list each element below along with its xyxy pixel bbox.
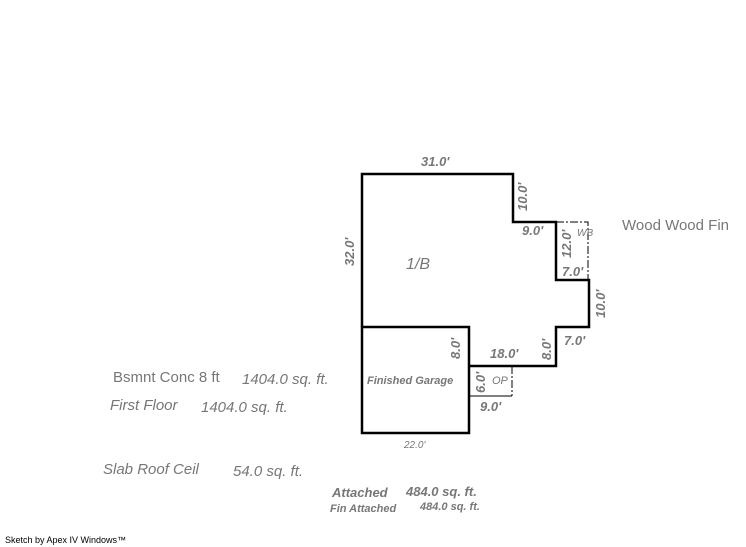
main-outline <box>360 172 591 368</box>
dim-bump-bottom: 7.0' <box>564 333 586 348</box>
summary-value: 1404.0 sq. ft. <box>242 371 329 388</box>
dim-op-width: 9.0' <box>480 399 502 414</box>
dim-wb-bottom: 7.0' <box>562 264 584 279</box>
summary-label: First Floor <box>110 397 178 414</box>
wb-outline <box>556 221 589 280</box>
summary-label: Slab Roof Ceil <box>103 461 199 478</box>
garage-outline <box>360 325 471 435</box>
footer-credit: Sketch by Apex IV Windows™ <box>5 535 127 545</box>
summary-label: Attached <box>332 485 388 500</box>
dim-top: 31.0' <box>421 154 450 169</box>
area-label-garage: Finished Garage <box>367 375 454 387</box>
dim-garage-right: 8.0' <box>448 337 463 359</box>
dim-step-down-right: 10.0' <box>515 182 530 211</box>
area-label-main: 1/B <box>406 256 431 273</box>
summary-label: Fin Attached <box>330 503 397 515</box>
dim-step-in: 9.0' <box>522 223 544 238</box>
dim-left: 32.0' <box>342 237 357 266</box>
summary-value: 1404.0 sq. ft. <box>201 399 288 416</box>
area-label-op: OP <box>492 375 508 387</box>
wood-deck-label: Wood Wood Fin <box>622 217 729 234</box>
summary-value: 484.0 sq. ft. <box>406 484 477 499</box>
dim-step-down-lower: 8.0' <box>539 338 554 360</box>
dim-right-bump: 10.0' <box>593 289 608 318</box>
dim-wb-height: 12.0' <box>559 229 574 258</box>
area-label-wb: WB <box>577 228 594 239</box>
summary-label: Bsmnt Conc 8 ft <box>113 369 220 386</box>
dim-lower-run: 18.0' <box>490 346 519 361</box>
dim-op-height: 6.0' <box>473 371 488 393</box>
summary-value: 54.0 sq. ft. <box>233 463 304 480</box>
summary-value: 484.0 sq. ft. <box>420 501 480 513</box>
dim-garage-bottom: 22.0' <box>404 440 426 451</box>
